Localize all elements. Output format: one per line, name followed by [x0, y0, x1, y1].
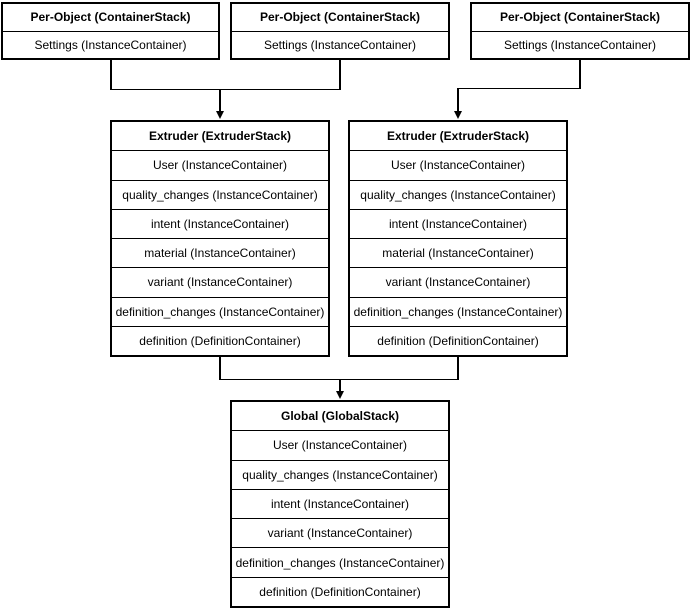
per-object-stack-box-3: Per-Object (ContainerStack) Settings (In… — [470, 2, 690, 60]
global-row-intent: intent (InstanceContainer) — [232, 488, 448, 519]
per-object-stack-1-row-settings: Settings (InstanceContainer) — [3, 30, 218, 58]
global-stack-box: Global (GlobalStack) User (InstanceConta… — [230, 400, 450, 608]
per-object-stack-2-title: Per-Object (ContainerStack) — [232, 4, 448, 31]
per-object-stack-box-1: Per-Object (ContainerStack) Settings (In… — [1, 2, 220, 60]
extruder-right-row-variant: variant (InstanceContainer) — [350, 267, 566, 297]
extruder-left-row-definition-changes: definition_changes (InstanceContainer) — [112, 296, 328, 326]
extruder-right-row-quality-changes: quality_changes (InstanceContainer) — [350, 179, 566, 209]
extruder-left-row-definition: definition (DefinitionContainer) — [112, 325, 328, 355]
connector-perobject3-elbow — [457, 87, 581, 89]
extruder-left-row-quality-changes: quality_changes (InstanceContainer) — [112, 179, 328, 209]
global-row-variant: variant (InstanceContainer) — [232, 518, 448, 548]
global-row-quality-changes: quality_changes (InstanceContainer) — [232, 459, 448, 489]
connector-perobject2-drop — [339, 60, 341, 89]
connector-arrow-shaft-global — [339, 378, 341, 392]
extruder-stack-box-right: Extruder (ExtruderStack) User (InstanceC… — [348, 120, 568, 357]
global-stack-title: Global (GlobalStack) — [232, 402, 448, 431]
arrow-down-icon — [453, 110, 462, 119]
global-row-user: User (InstanceContainer) — [232, 430, 448, 460]
arrow-down-icon — [335, 390, 344, 399]
connector-perobject1-drop — [110, 60, 112, 89]
extruder-right-row-intent: intent (InstanceContainer) — [350, 208, 566, 238]
connector-extruder-left-drop — [219, 357, 221, 380]
extruder-right-row-material: material (InstanceContainer) — [350, 238, 566, 268]
extruder-right-row-definition-changes: definition_changes (InstanceContainer) — [350, 296, 566, 326]
per-object-stack-3-title: Per-Object (ContainerStack) — [472, 4, 688, 31]
extruder-stack-left-title: Extruder (ExtruderStack) — [112, 122, 328, 151]
extruder-stack-box-left: Extruder (ExtruderStack) User (InstanceC… — [110, 120, 330, 357]
per-object-stack-box-2: Per-Object (ContainerStack) Settings (In… — [230, 2, 450, 60]
extruder-right-row-definition: definition (DefinitionContainer) — [350, 325, 566, 355]
extruder-left-row-material: material (InstanceContainer) — [112, 238, 328, 268]
extruder-left-row-variant: variant (InstanceContainer) — [112, 267, 328, 297]
global-row-definition-changes: definition_changes (InstanceContainer) — [232, 547, 448, 577]
per-object-stack-2-row-settings: Settings (InstanceContainer) — [232, 30, 448, 58]
connector-extruders-bus — [219, 378, 459, 380]
connector-arrow-shaft-extruder-left — [219, 88, 221, 112]
extruder-right-row-user: User (InstanceContainer) — [350, 150, 566, 180]
per-object-stack-1-title: Per-Object (ContainerStack) — [3, 4, 218, 31]
extruder-left-row-user: User (InstanceContainer) — [112, 150, 328, 180]
global-row-definition: definition (DefinitionContainer) — [232, 576, 448, 606]
arrow-down-icon — [215, 110, 224, 119]
connector-perobject3-drop — [579, 60, 581, 89]
connector-arrow-shaft-extruder-right — [457, 87, 459, 112]
connector-extruder-right-drop — [457, 357, 459, 380]
extruder-stack-right-title: Extruder (ExtruderStack) — [350, 122, 566, 151]
per-object-stack-3-row-settings: Settings (InstanceContainer) — [472, 30, 688, 58]
extruder-left-row-intent: intent (InstanceContainer) — [112, 208, 328, 238]
connector-perobject12-bus — [110, 88, 341, 90]
